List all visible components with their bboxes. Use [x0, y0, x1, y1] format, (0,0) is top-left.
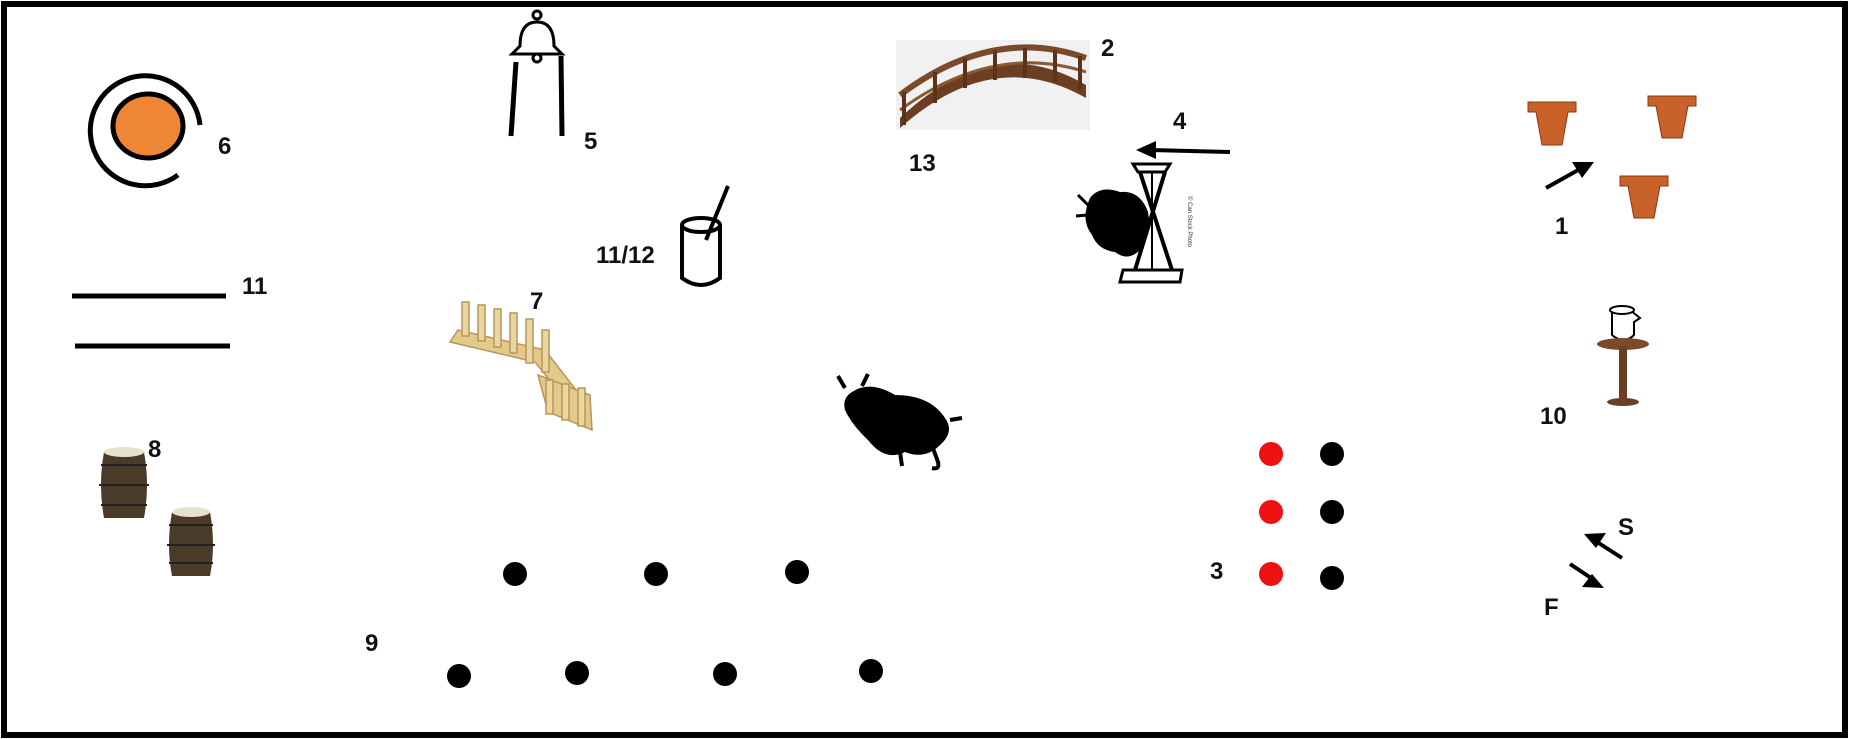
- dot-marker: [1320, 442, 1344, 466]
- pots-arrow-icon: [1546, 162, 1594, 188]
- label-3: 3: [1210, 560, 1223, 584]
- red-dot-marker: [1259, 562, 1283, 586]
- dot-grid-3: [1259, 442, 1344, 590]
- label-finish: F: [1544, 596, 1559, 620]
- label-13: 13: [909, 152, 936, 176]
- fence-icon: [450, 302, 592, 430]
- target-circle-icon: [90, 76, 200, 186]
- flower-pot-icon: [1648, 96, 1696, 138]
- dot-marker: [785, 560, 809, 584]
- gate-with-cow-icon: [1076, 164, 1182, 282]
- dot-marker: [859, 659, 883, 683]
- dot-marker: [1320, 566, 1344, 590]
- label-9: 9: [365, 632, 378, 656]
- label-11: 11: [242, 275, 267, 299]
- dot-line-9: [447, 560, 883, 688]
- label-4: 4: [1173, 110, 1186, 134]
- barrel-icon: [99, 447, 149, 518]
- label-1: 1: [1555, 215, 1568, 239]
- gate-arrow-icon: [1136, 141, 1230, 159]
- label-10: 10: [1540, 405, 1567, 429]
- label-start: S: [1618, 516, 1634, 540]
- label-2: 2: [1101, 37, 1114, 61]
- dot-marker: [1320, 500, 1344, 524]
- start-arrow-icon: [1584, 533, 1622, 558]
- table-with-pitcher-icon: [1597, 306, 1649, 406]
- label-6: 6: [218, 135, 231, 159]
- bell-icon: [511, 11, 562, 136]
- label-8: 8: [148, 438, 161, 462]
- label-7: 7: [530, 290, 543, 314]
- cup-icon: [682, 186, 728, 285]
- flower-pot-icon: [1620, 176, 1668, 218]
- dot-marker: [503, 562, 527, 586]
- red-dot-marker: [1259, 500, 1283, 524]
- dot-marker: [713, 662, 737, 686]
- finish-arrow-icon: [1570, 564, 1604, 588]
- barrel-icon: [167, 507, 215, 576]
- watermark-text: © Can Stock Photo: [1186, 196, 1192, 247]
- dot-marker: [644, 562, 668, 586]
- label-5: 5: [584, 130, 597, 154]
- label-11-12: 11/12: [596, 244, 655, 268]
- parallel-lines-icon: [72, 296, 230, 346]
- flower-pot-icon: [1528, 102, 1576, 145]
- bridge-icon: [896, 40, 1090, 130]
- red-dot-marker: [1259, 442, 1283, 466]
- bull-icon: [838, 374, 962, 468]
- dot-marker: [447, 664, 471, 688]
- dot-marker: [565, 661, 589, 685]
